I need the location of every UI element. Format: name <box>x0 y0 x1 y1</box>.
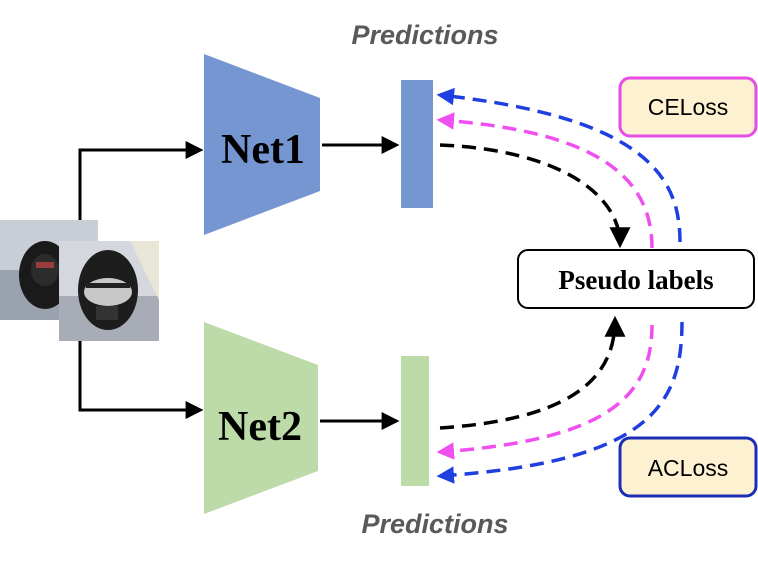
magenta-dashed-arrow-top <box>436 112 654 249</box>
magenta-dashed-arrow-bottom <box>436 324 654 460</box>
ce-loss-label: CELoss <box>648 94 729 120</box>
net2-prediction-bar <box>401 356 429 486</box>
blue-dashed-arrow-bottom <box>436 321 684 484</box>
blue-dashed-arrow-top <box>436 87 682 243</box>
pseudo-labels-text: Pseudo labels <box>558 265 713 295</box>
pseudo-labels-box <box>517 249 755 309</box>
input-image-2 <box>59 241 159 341</box>
net1-prediction-bar <box>401 80 433 208</box>
ce-loss-box <box>618 76 758 138</box>
input-to-net2-arrow <box>78 340 204 419</box>
net1-label: Net1 <box>221 127 305 173</box>
ac-loss-label: ACLoss <box>648 455 729 481</box>
predictions-label-bottom: Predictions <box>361 509 508 539</box>
net1-block <box>204 54 320 235</box>
black-dashed-arrow-from-net2 <box>439 315 626 430</box>
predictions-label-top: Predictions <box>351 20 498 50</box>
net2-label: Net2 <box>218 404 302 450</box>
input-to-net1-arrow <box>78 141 204 220</box>
ac-loss-box <box>618 436 758 498</box>
net2-block <box>204 322 318 514</box>
black-dashed-arrow-to-pseudo <box>439 143 631 249</box>
